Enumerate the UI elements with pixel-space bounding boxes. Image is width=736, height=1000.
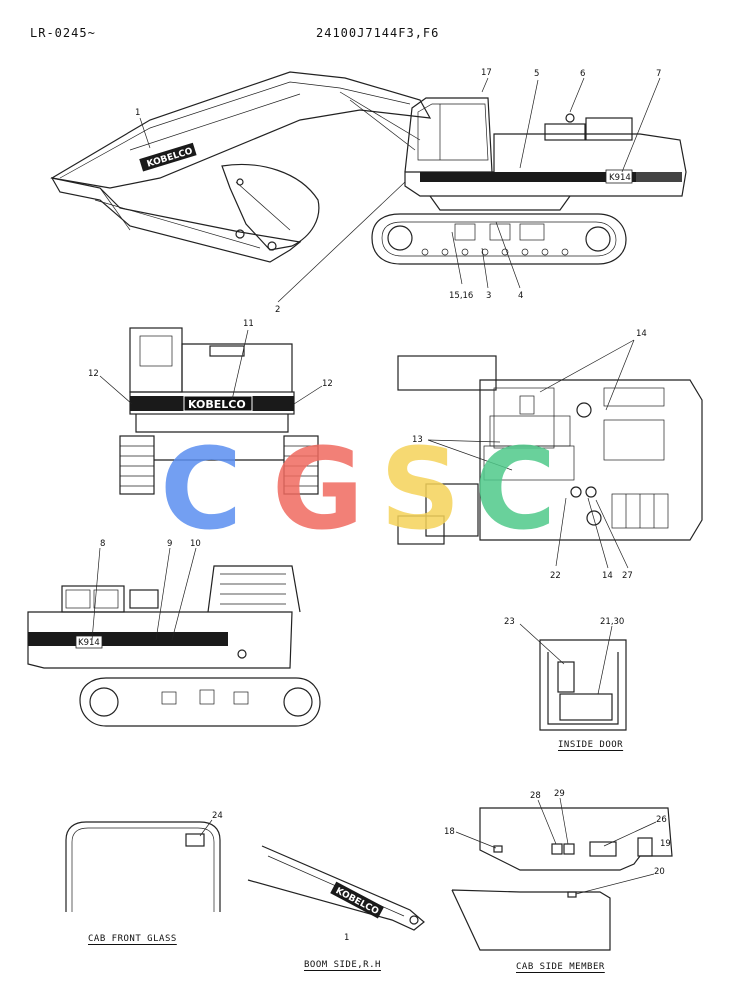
- part-label-29: 29: [554, 789, 565, 799]
- part-label-17: 17: [481, 68, 492, 78]
- part-label-19: 19: [660, 839, 671, 849]
- excavator-left-side-view: K914 8 9 10: [27, 539, 321, 727]
- model-badge-left: K914: [78, 638, 100, 648]
- inside-door-detail: 23 21,30: [504, 617, 627, 731]
- part-label-12-right: 12: [322, 379, 333, 389]
- part-label-14-bottom: 14: [602, 571, 613, 581]
- part-label-14-top: 14: [636, 329, 647, 339]
- watermark-letter-g: G: [272, 425, 364, 555]
- caption-boom-side: BOOM SIDE,R.H: [304, 960, 381, 970]
- caption-inside-door: INSIDE DOOR: [558, 740, 624, 750]
- part-label-4: 4: [518, 291, 523, 301]
- excavator-top-view: 14 13 22 14 27: [397, 329, 703, 581]
- part-label-6: 6: [580, 69, 585, 79]
- boom-side-detail: KOBELCO 1: [247, 845, 425, 943]
- part-label-12-left: 12: [88, 369, 99, 379]
- part-label-9: 9: [167, 539, 172, 549]
- excavator-rear-view: KOBELCO 11 12 12: [88, 319, 333, 495]
- part-label-26: 26: [656, 815, 667, 825]
- cab-side-member-detail: 18 28 29 26 19 20: [444, 789, 673, 951]
- drawing-serial-code: LR-0245~: [30, 26, 96, 40]
- part-label-13: 13: [412, 435, 423, 445]
- part-label-10: 10: [190, 539, 201, 549]
- cgsc-watermark: C G S C: [160, 425, 556, 555]
- caption-cab-front-glass: CAB FRONT GLASS: [88, 934, 177, 944]
- watermark-letter-c1: C: [160, 425, 242, 555]
- part-label-15-16: 15,16: [449, 291, 473, 301]
- part-label-24: 24: [212, 811, 223, 821]
- watermark-letter-s: S: [380, 425, 461, 555]
- excavator-side-view: KOBELCO K914: [50, 68, 687, 315]
- part-label-5: 5: [534, 69, 539, 79]
- cab-front-glass-detail: 24: [65, 811, 223, 912]
- part-label-21-30: 21,30: [600, 617, 624, 627]
- part-label-28: 28: [530, 791, 541, 801]
- part-label-23: 23: [504, 617, 515, 627]
- part-label-18: 18: [444, 827, 455, 837]
- part-label-1: 1: [135, 108, 140, 118]
- drawing-part-number: 24100J7144F3,F6: [316, 26, 440, 40]
- part-label-8: 8: [100, 539, 105, 549]
- part-label-2: 2: [275, 305, 280, 315]
- part-label-11: 11: [243, 319, 254, 329]
- model-badge-main: K914: [609, 173, 631, 183]
- part-label-7: 7: [656, 69, 661, 79]
- part-label-27: 27: [622, 571, 633, 581]
- watermark-letter-c2: C: [474, 425, 556, 555]
- part-label-1-boom: 1: [344, 933, 349, 943]
- caption-cab-side-member: CAB SIDE MEMBER: [516, 962, 605, 972]
- part-label-20: 20: [654, 867, 665, 877]
- part-label-3: 3: [486, 291, 491, 301]
- part-label-22: 22: [550, 571, 561, 581]
- rear-logo: KOBELCO: [188, 398, 246, 411]
